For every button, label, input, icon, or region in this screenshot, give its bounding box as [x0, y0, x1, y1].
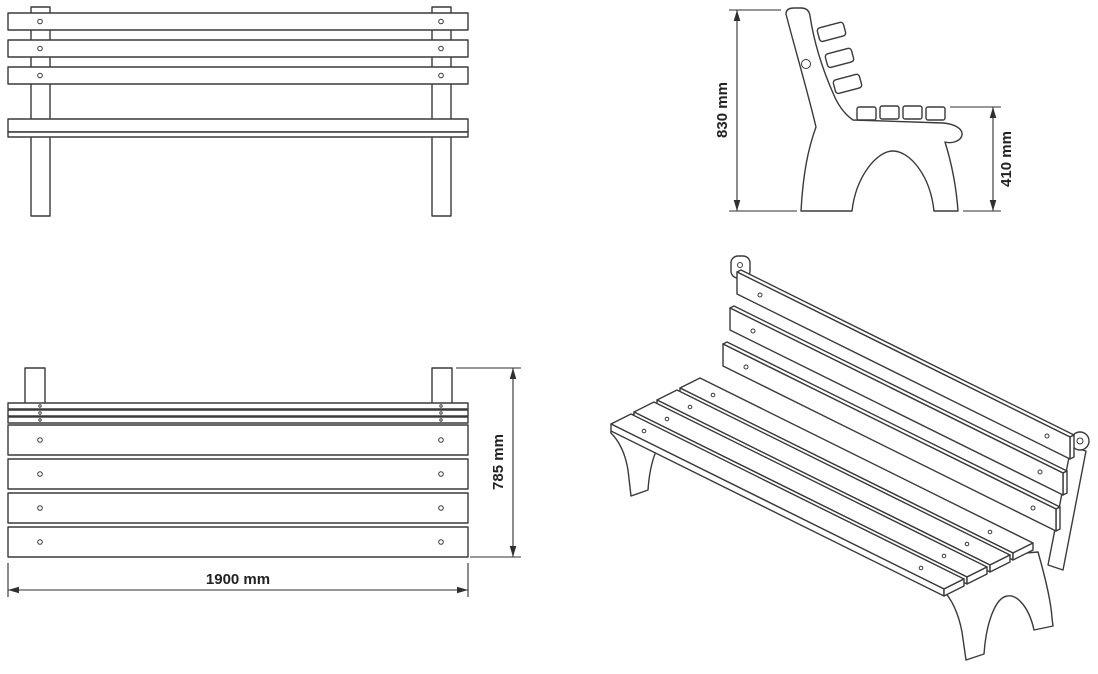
plan-seat-slats [7, 424, 469, 558]
iso-right-post [1047, 431, 1090, 571]
side-bolt-hole [801, 59, 811, 69]
dim-label-seat-height: 410 mm [998, 131, 1015, 187]
iso-seat-slats [610, 377, 1034, 597]
plan-screw-holes [37, 404, 444, 545]
side-leg-profile [785, 7, 963, 212]
side-view: 830 mm 410 mm [714, 7, 1015, 212]
front-backrest-slats [7, 12, 469, 85]
plan-posts [24, 367, 453, 407]
iso-backrest-slats [722, 269, 1075, 532]
front-legs [30, 6, 452, 217]
dimension-length: 1900 mm [7, 563, 469, 597]
isometric-view [610, 255, 1090, 661]
front-seat-rail [7, 118, 469, 138]
dimension-total-height: 830 mm [714, 9, 797, 212]
plan-view: 785 mm 1900 mm [7, 367, 521, 597]
dim-label-seat-depth: 785 mm [490, 434, 507, 490]
front-view [7, 6, 469, 217]
dimension-seat-height: 410 mm [950, 106, 1015, 212]
side-seat-slat-sections [856, 105, 946, 121]
plan-backrest-slats [7, 402, 469, 424]
dim-label-length: 1900 mm [206, 571, 270, 588]
dimension-seat-depth: 785 mm [456, 367, 521, 558]
front-screw-holes [37, 18, 444, 79]
dim-label-total-height: 830 mm [714, 82, 731, 138]
iso-screw-holes [641, 292, 1050, 571]
side-backrest-slat-sections [816, 21, 863, 95]
